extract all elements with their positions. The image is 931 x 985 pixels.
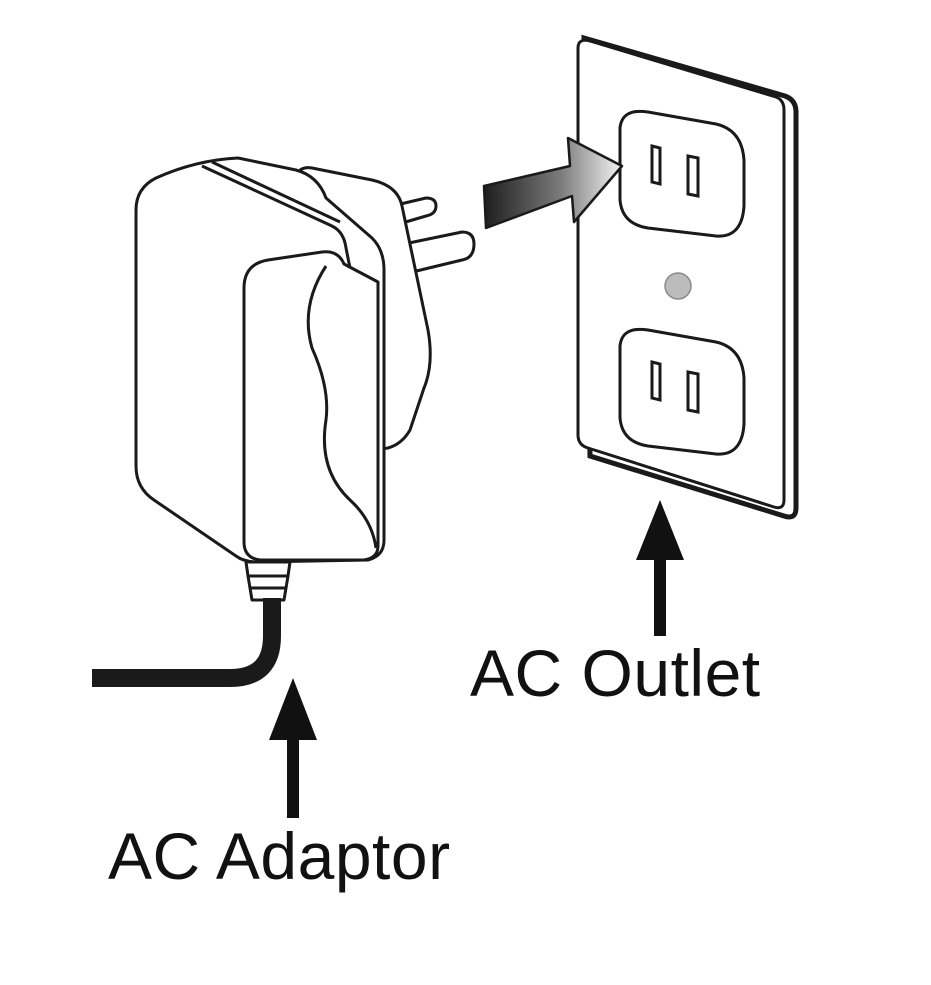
outlet-pointer-arrow bbox=[636, 500, 684, 636]
upper-slot-left bbox=[650, 144, 662, 186]
adaptor-pointer-arrow bbox=[269, 678, 317, 818]
lower-slot-left bbox=[650, 360, 662, 402]
ac-outlet bbox=[576, 34, 799, 520]
ac-adaptor-label: AC Adaptor bbox=[108, 819, 451, 893]
insert-direction-arrow bbox=[482, 136, 624, 230]
adaptor-seam bbox=[201, 164, 352, 269]
upper-receptacle bbox=[618, 109, 746, 238]
power-cord bbox=[92, 598, 281, 687]
adaptor-front-face bbox=[242, 250, 380, 562]
strain-relief bbox=[244, 560, 292, 602]
lower-slot-right bbox=[686, 370, 700, 414]
ac-adaptor bbox=[134, 156, 476, 602]
lower-receptacle bbox=[618, 327, 746, 456]
ac-outlet-label: AC Outlet bbox=[470, 636, 761, 710]
adaptor-grip-wave bbox=[306, 265, 378, 549]
outlet-screw bbox=[664, 272, 692, 300]
adaptor-seam-2 bbox=[211, 160, 341, 224]
prong-lower bbox=[402, 230, 476, 276]
upper-slot-right bbox=[686, 154, 700, 198]
